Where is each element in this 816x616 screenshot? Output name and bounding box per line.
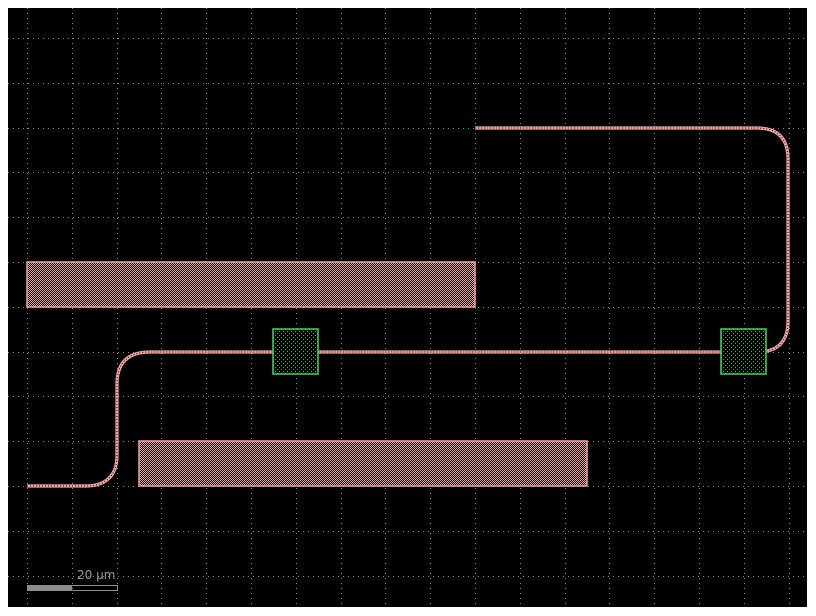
upper-rectangle[interactable] (26, 261, 476, 308)
marker-layer (272, 328, 767, 375)
scale-bar-filled (27, 585, 72, 591)
lower-rectangle[interactable] (138, 440, 588, 487)
layout-canvas[interactable]: 20 µm (8, 8, 807, 607)
right-marker-box[interactable] (720, 328, 767, 375)
waveguide-layer (26, 126, 790, 488)
scale-bar-outline (27, 585, 118, 591)
waveguide-path[interactable] (27, 126, 790, 488)
left-marker-box[interactable] (272, 328, 319, 375)
scale-bar: 20 µm (27, 568, 118, 591)
scale-bar-label: 20 µm (77, 568, 115, 582)
